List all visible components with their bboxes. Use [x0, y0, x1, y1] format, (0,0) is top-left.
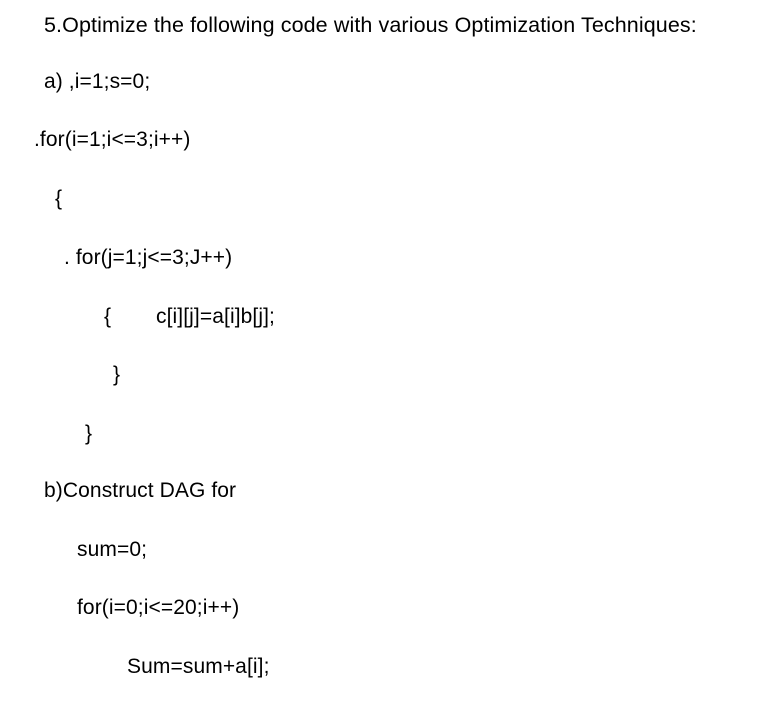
- outer-open-brace: {: [55, 187, 63, 210]
- sum-for-statement: for(i=0;i<=20;i++): [77, 596, 240, 619]
- part-b-label: b)Construct DAG for: [44, 479, 237, 502]
- inner-loop-body: c[i][j]=a[i]b[j];: [156, 305, 275, 328]
- inner-for-statement: . for(j=1;j<=3;J++): [64, 246, 233, 269]
- sum-loop-body: Sum=sum+a[i];: [127, 655, 270, 678]
- part-a-label: a) ,i=1;s=0;: [44, 70, 151, 93]
- sum-init-statement: sum=0;: [77, 538, 148, 561]
- inner-open-brace: {: [104, 305, 112, 328]
- inner-close-brace: }: [113, 363, 121, 386]
- question-title: 5.Optimize the following code with vario…: [44, 13, 697, 37]
- outer-close-brace: }: [85, 422, 93, 445]
- outer-for-statement: .for(i=1;i<=3;i++): [34, 128, 191, 151]
